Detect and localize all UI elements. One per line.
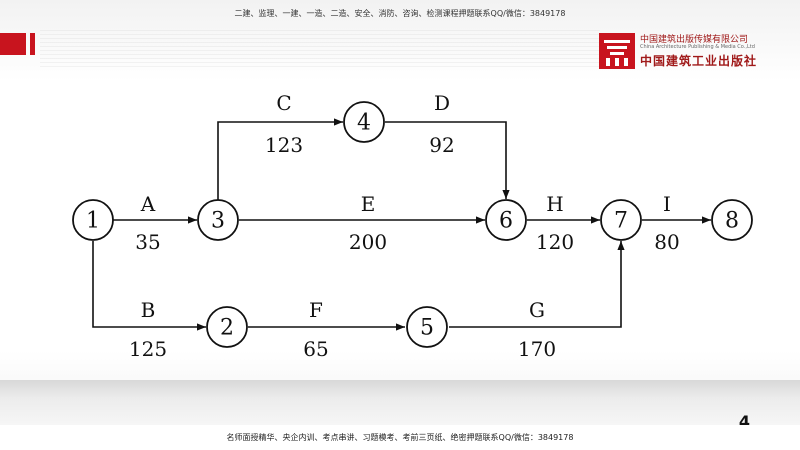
arrow-G — [449, 241, 625, 328]
node-8-label: 8 — [725, 209, 739, 234]
arrow-B — [92, 241, 206, 331]
activity-F-duration: 65 — [303, 337, 328, 361]
publisher-name-en: China Architecture Publishing & Media Co… — [640, 44, 755, 50]
node-2-label: 2 — [220, 316, 234, 341]
header-banner: 二建、监理、一建、一造、二造、安全、消防、咨询、检测课程押题联系QQ/微信：38… — [234, 9, 566, 18]
node-8 — [711, 199, 753, 241]
activity-G-duration: 170 — [518, 337, 556, 361]
activity-B-duration: 125 — [129, 337, 167, 361]
publisher-name-calligraphy: 中国建筑工业出版社 — [640, 54, 758, 68]
activity-G-name: G — [529, 298, 545, 322]
node-6-label: 6 — [499, 209, 513, 234]
activity-A-duration: 35 — [135, 230, 160, 254]
activity-C-name: C — [276, 91, 291, 115]
node-3 — [197, 199, 239, 241]
node-7 — [600, 199, 642, 241]
node-4 — [343, 101, 385, 143]
publisher-logo: 中国建筑出版传媒有限公司 China Architecture Publishi… — [598, 30, 778, 74]
node-2 — [206, 306, 248, 348]
floor-shading — [0, 380, 800, 425]
arrow-D — [385, 121, 510, 199]
activity-I-duration: 80 — [654, 230, 679, 254]
activity-H-duration: 120 — [536, 230, 574, 254]
accent-bar-thin — [30, 33, 35, 55]
node-5 — [406, 306, 448, 348]
activity-D-name: D — [434, 91, 450, 115]
activity-H-name: H — [546, 192, 563, 216]
node-3-label: 3 — [211, 209, 225, 234]
activity-E-name: E — [361, 192, 376, 216]
node-1-label: 1 — [86, 209, 100, 234]
node-4-label: 4 — [357, 111, 371, 136]
node-6 — [485, 199, 527, 241]
node-5-label: 5 — [420, 316, 434, 341]
activity-C-duration: 123 — [265, 133, 303, 157]
activity-F-name: F — [309, 298, 323, 322]
publisher-logo-icon — [599, 33, 635, 69]
page-number: 4 — [738, 412, 750, 431]
activity-I-name: I — [663, 192, 671, 216]
activity-D-duration: 92 — [429, 133, 454, 157]
node-1 — [72, 199, 114, 241]
arrow-C — [217, 118, 343, 200]
activity-A-name: A — [140, 192, 156, 216]
node-7-label: 7 — [614, 209, 628, 234]
accent-bar — [0, 33, 26, 55]
activity-E-duration: 200 — [349, 230, 387, 254]
publisher-name-cn: 中国建筑出版传媒有限公司 — [640, 35, 749, 45]
footer-banner: 名师面授精华、央企内训、考点串讲、习题模考、考前三页纸、绝密押题联系QQ/微信：… — [0, 425, 800, 450]
activity-B-name: B — [141, 298, 156, 322]
decorative-stripes — [40, 30, 600, 70]
